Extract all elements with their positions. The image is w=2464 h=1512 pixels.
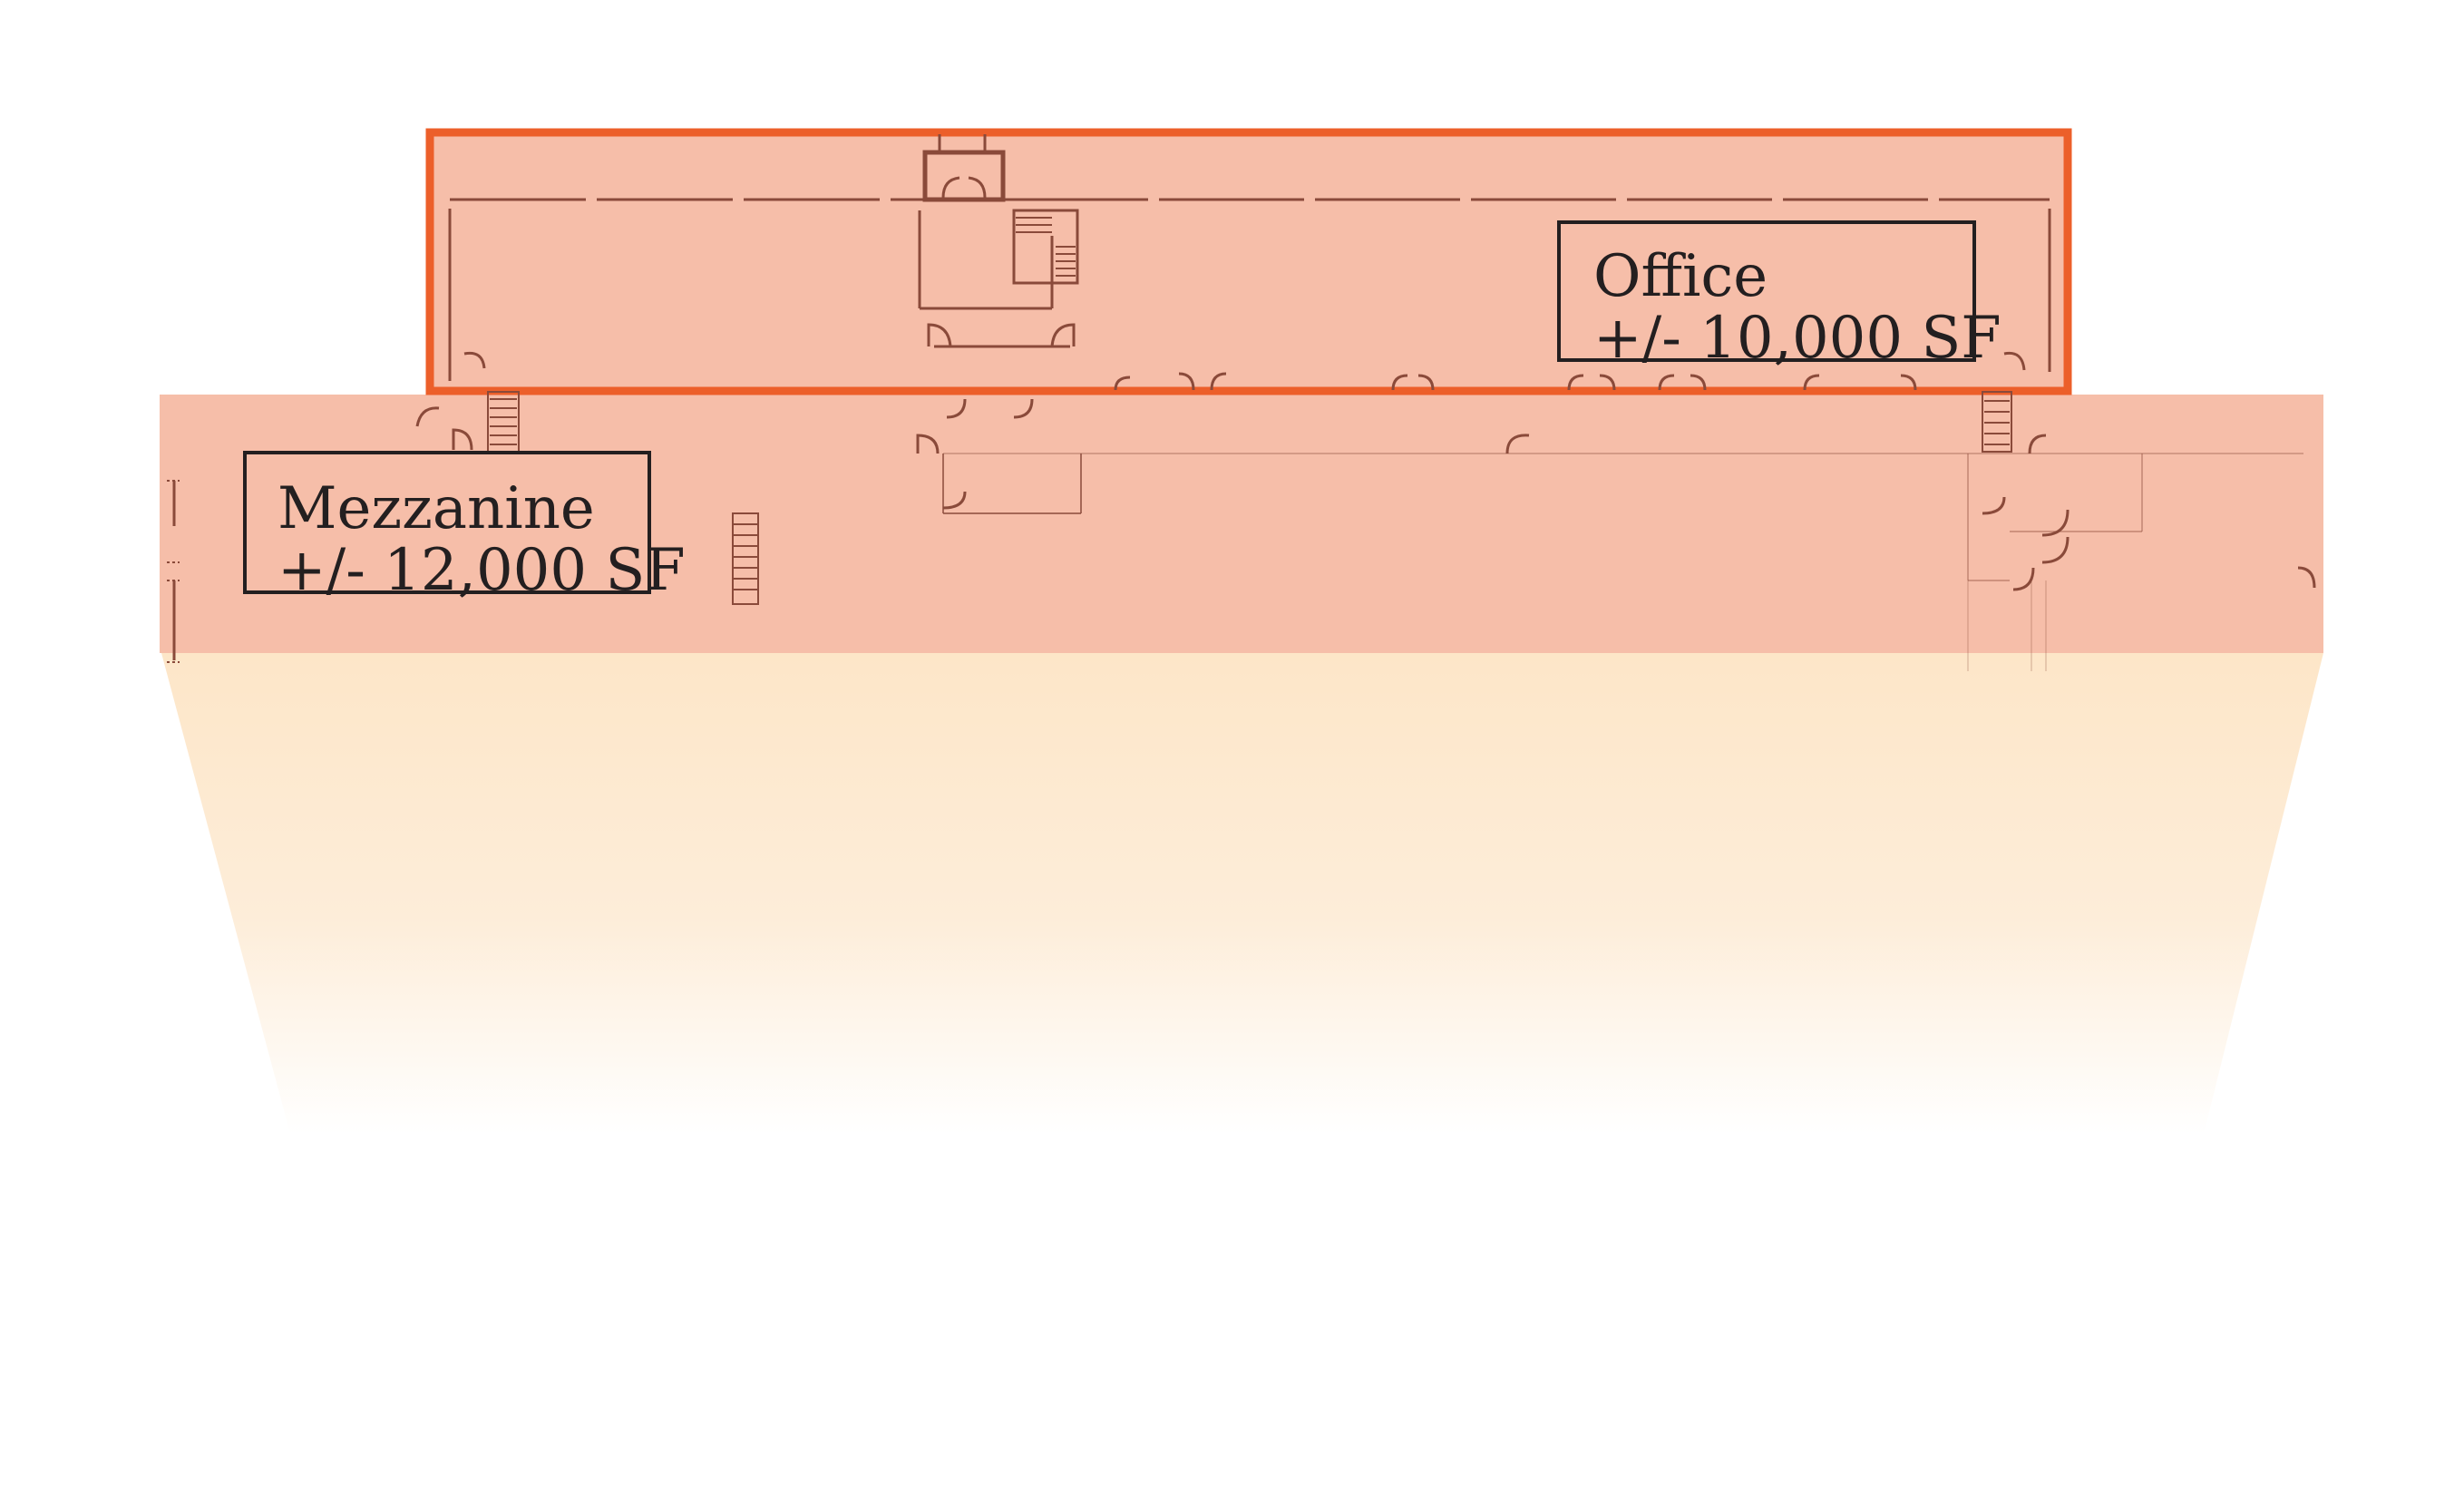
mezzanine-name: Mezzanine: [278, 475, 595, 542]
warehouse-area: [161, 653, 2323, 1134]
office-area-text: +/- 10,000 SF: [1593, 305, 2001, 372]
mezzanine-area-text: +/- 12,000 SF: [278, 537, 686, 604]
mezzanine-area: [160, 395, 2323, 653]
office-outline: [425, 128, 2072, 395]
mezzanine-linework: [167, 391, 2316, 671]
office-name: Office: [1593, 243, 1768, 310]
office-label: Office +/- 10,000 SF: [1557, 220, 2001, 367]
mezzanine-label: Mezzanine +/- 12,000 SF: [243, 451, 686, 600]
office-linework: [448, 134, 2051, 391]
office-area: [430, 132, 2068, 391]
